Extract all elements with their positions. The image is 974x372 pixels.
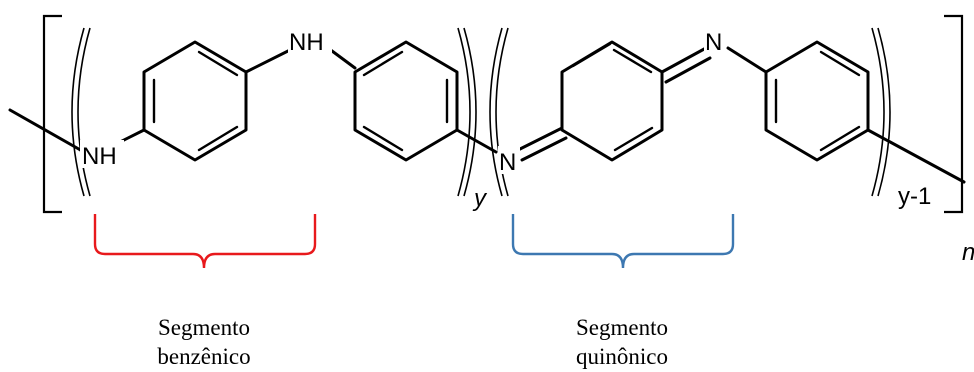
outer-left-bracket — [42, 14, 62, 214]
subscript-y-minus-1: y-1 — [898, 183, 931, 210]
bond-n-top-ring4 — [726, 46, 768, 74]
caption-quinoid-line1: Segmento — [576, 315, 668, 340]
benzene-ring-2 — [353, 40, 459, 162]
benzene-ring-1 — [142, 40, 248, 162]
subscript-y: y — [472, 185, 488, 212]
benzene-ring-4 — [764, 40, 870, 162]
caption-benzenoid-line2: benzênico — [157, 344, 250, 369]
paren-left-open — [71, 27, 91, 197]
paren-left-close — [457, 27, 477, 197]
bond-ring2-n-imine — [455, 128, 498, 154]
atom-nh-left: NH — [82, 143, 117, 170]
atom-nh-top: NH — [289, 29, 324, 56]
atom-n-imine-top: N — [705, 29, 722, 56]
paren-right-open — [489, 27, 509, 197]
terminal-bond-left — [8, 108, 86, 154]
brace-quinoid — [511, 214, 735, 269]
bond-nh-top-ring2 — [326, 46, 357, 70]
bond-ring1-nh-top — [244, 46, 296, 74]
atom-n-imine-left: N — [499, 149, 516, 176]
caption-benzenoid-line1: Segmento — [158, 315, 250, 340]
quinoid-ring — [560, 40, 664, 162]
paren-right-close — [871, 27, 891, 197]
imine-double-bond-left — [516, 126, 568, 162]
brace-benzenoid — [93, 214, 317, 269]
terminal-bond-right — [866, 128, 966, 184]
caption-quinoid-line2: quinônico — [576, 344, 668, 369]
imine-double-bond-top — [660, 46, 712, 84]
outer-right-bracket — [944, 14, 964, 214]
subscript-n: n — [962, 239, 974, 266]
